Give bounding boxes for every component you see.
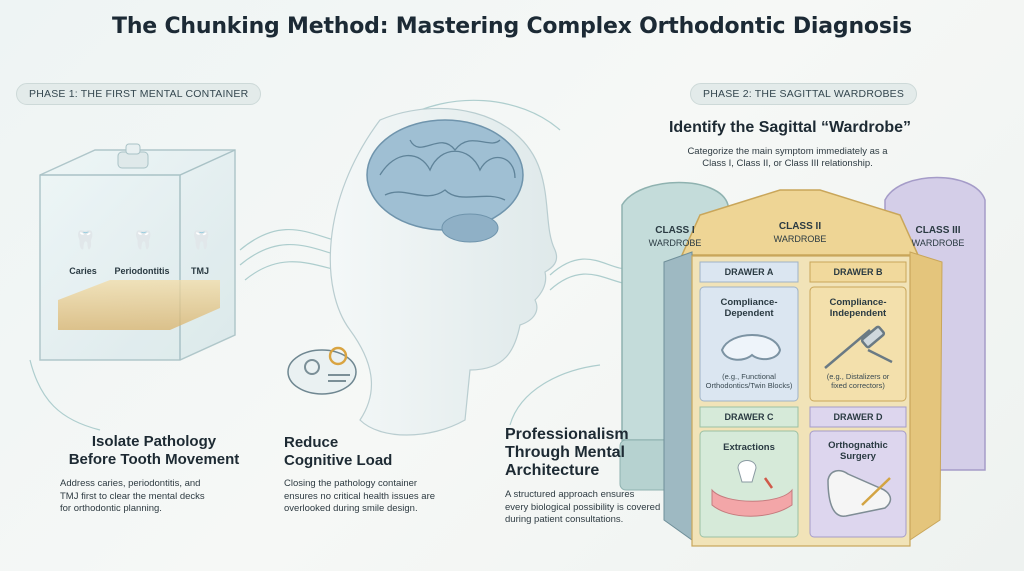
wardrobe-class-2-label: CLASS II WARDROBE: [755, 221, 845, 245]
drawer-a-heading: Compliance- Dependent: [700, 297, 798, 319]
item-tmj-label: TMJ: [180, 266, 220, 276]
tooth-icon: 🦷: [74, 230, 96, 251]
drawer-b-example: (e.g., Distalizers or fixed correctors): [810, 372, 906, 390]
reduce-title-line1: Reduce: [284, 434, 444, 452]
drawer-a-heading-line2: Dependent: [700, 308, 798, 319]
professionalism-title: Professionalism Through Mental Architect…: [505, 426, 675, 480]
professionalism-title-line3: Architecture: [505, 462, 675, 480]
reduce-desc-line2: ensures no critical health issues are: [284, 491, 459, 504]
isolate-title-line2: Before Tooth Movement: [34, 451, 274, 469]
drawer-b-heading-line2: Independent: [810, 308, 906, 319]
reduce-title-line2: Cognitive Load: [284, 452, 444, 470]
professionalism-description: A structured approach ensures every biol…: [505, 489, 680, 527]
isolate-title-line1: Isolate Pathology: [34, 433, 274, 451]
professionalism-desc-line3: during patient consultations.: [505, 514, 680, 527]
reduce-description: Closing the pathology container ensures …: [284, 478, 459, 516]
drawer-b-example-line1: (e.g., Distalizers or: [810, 372, 906, 381]
professionalism-desc-line1: A structured approach ensures: [505, 489, 680, 502]
thought-brain-gear-icon: [288, 348, 356, 394]
wardrobe-class-1-line1: CLASS I: [630, 225, 720, 237]
drawer-c-heading: Extractions: [700, 442, 798, 453]
wardrobe-class-3-line2: WARDROBE: [893, 237, 983, 249]
reduce-desc-line1: Closing the pathology container: [284, 478, 459, 491]
drawer-b-label: DRAWER B: [810, 267, 906, 277]
isolate-desc-line2: TMJ first to clear the mental decks: [60, 491, 250, 504]
drawer-d-heading-line2: Surgery: [810, 451, 906, 462]
drawer-a-example-line1: (e.g., Functional: [700, 372, 798, 381]
wardrobe-class-3-line1: CLASS III: [893, 225, 983, 237]
reduce-title: Reduce Cognitive Load: [284, 434, 444, 470]
container-items: 🦷 Caries 🦷 Periodontitis 🦷 TMJ: [62, 230, 222, 290]
isolate-desc-line3: for orthodontic planning.: [60, 503, 250, 516]
drawer-b-heading-line1: Compliance-: [810, 297, 906, 308]
sagittal-description: Categorize the main symptom immediately …: [680, 146, 895, 170]
tooth-icon: 🦷: [132, 230, 154, 251]
drawer-a-example: (e.g., Functional Orthodontics/Twin Bloc…: [700, 372, 798, 390]
reduce-desc-line3: overlooked during smile design.: [284, 503, 459, 516]
professionalism-title-line2: Through Mental: [505, 444, 675, 462]
drawer-d-label: DRAWER D: [810, 412, 906, 422]
item-periodontitis-label: Periodontitis: [104, 266, 180, 276]
drawer-a-label: DRAWER A: [700, 267, 798, 277]
wardrobe-class-1-label: CLASS I WARDROBE: [630, 225, 720, 249]
wardrobe-class-2-line2: WARDROBE: [755, 233, 845, 245]
professionalism-title-line1: Professionalism: [505, 426, 675, 444]
item-caries-label: Caries: [58, 266, 108, 276]
isolate-title: Isolate Pathology Before Tooth Movement: [34, 433, 274, 469]
professionalism-desc-line2: every biological possibility is covered: [505, 502, 680, 515]
drawer-d-heading: Orthognathic Surgery: [810, 440, 906, 462]
isolate-desc-line1: Address caries, periodontitis, and: [60, 478, 250, 491]
wardrobe-class-2-line1: CLASS II: [755, 221, 845, 233]
wardrobe-class-1-line2: WARDROBE: [630, 237, 720, 249]
drawer-b-heading: Compliance- Independent: [810, 297, 906, 319]
isolate-description: Address caries, periodontitis, and TMJ f…: [60, 478, 250, 516]
drawer-d-heading-line1: Orthognathic: [810, 440, 906, 451]
drawer-a-heading-line1: Compliance-: [700, 297, 798, 308]
drawer-c-label: DRAWER C: [700, 412, 798, 422]
drawer-b-example-line2: fixed correctors): [810, 381, 906, 390]
sagittal-title: Identify the Sagittal “Wardrobe”: [610, 119, 970, 137]
wardrobe-class-3-label: CLASS III WARDROBE: [893, 225, 983, 249]
tooth-icon: 🦷: [190, 230, 212, 251]
drawer-a-example-line2: Orthodontics/Twin Blocks): [700, 381, 798, 390]
